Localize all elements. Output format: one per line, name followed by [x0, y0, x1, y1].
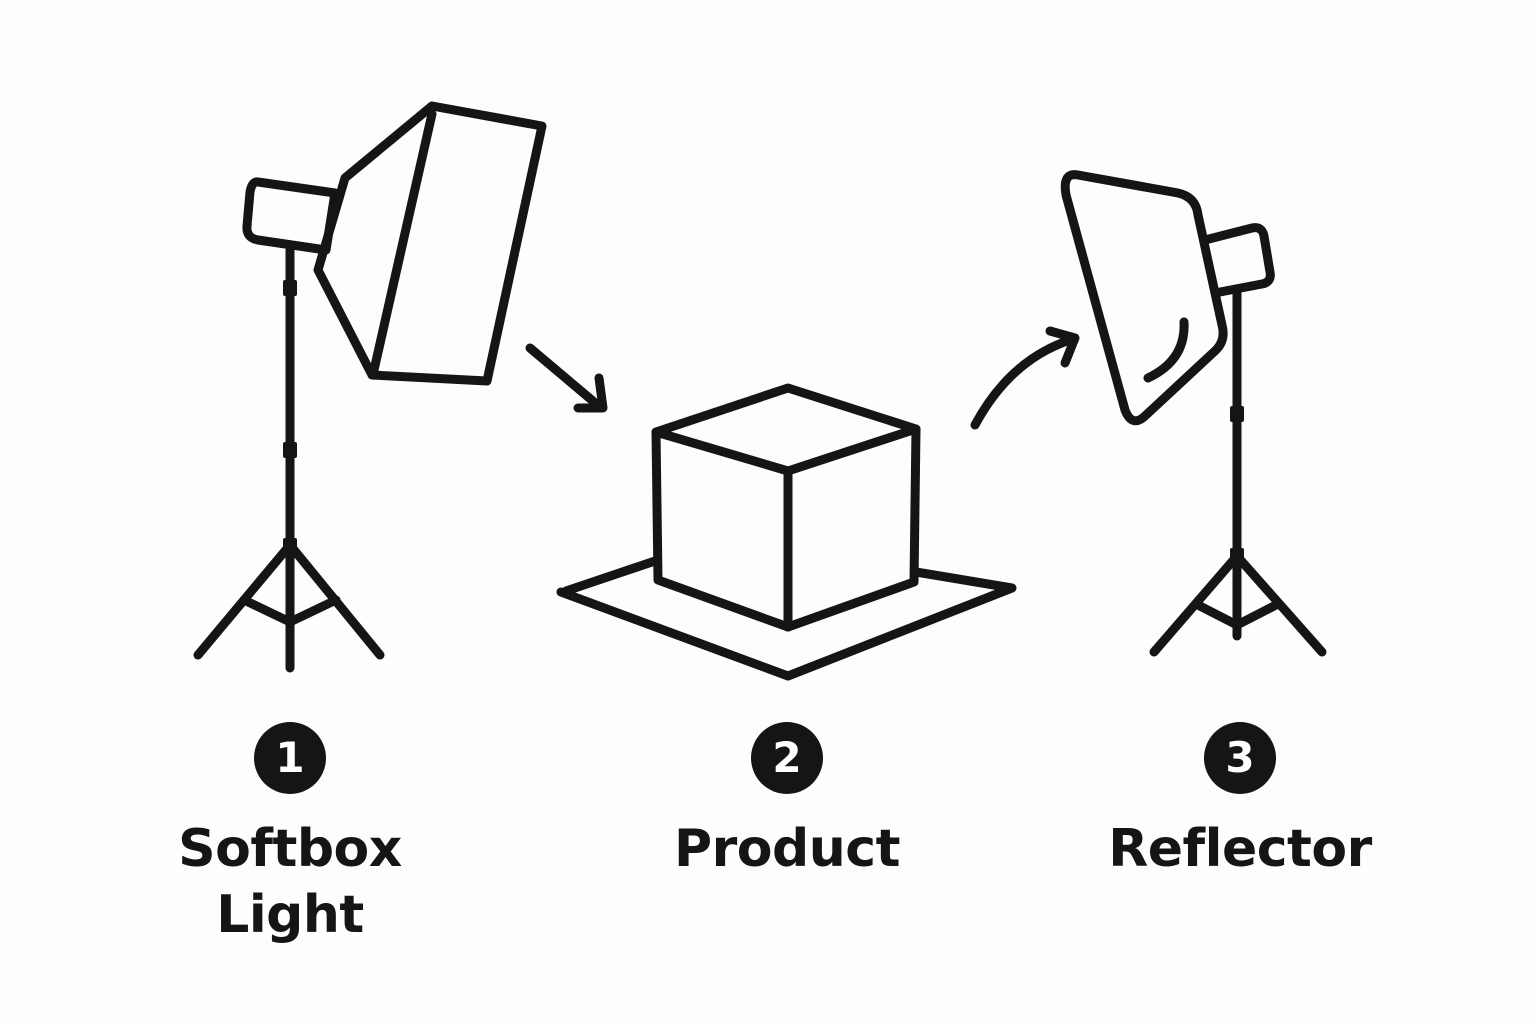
step-label-line: Softbox	[178, 819, 402, 879]
step-label: Reflector	[1108, 816, 1372, 882]
curved-arrow-up-right-icon	[970, 326, 1080, 430]
product-box-icon	[556, 383, 1017, 681]
step-number-badge: 1	[254, 722, 326, 794]
step-label: Product	[674, 816, 900, 882]
softbox-light-icon	[193, 101, 547, 673]
step-label-line: Light	[216, 885, 364, 945]
step-label-line: Reflector	[1108, 819, 1372, 879]
step-reflector: 3 Reflector	[1050, 722, 1430, 882]
step-label: Softbox Light	[178, 816, 402, 948]
step-number-badge: 3	[1204, 722, 1276, 794]
arrow-right-down-icon	[525, 343, 608, 413]
step-number-badge: 2	[751, 722, 823, 794]
step-label-line: Product	[674, 819, 900, 879]
step-product: 2 Product	[597, 722, 977, 882]
step-softbox-light: 1 Softbox Light	[100, 722, 480, 948]
reflector-icon	[1060, 170, 1327, 657]
